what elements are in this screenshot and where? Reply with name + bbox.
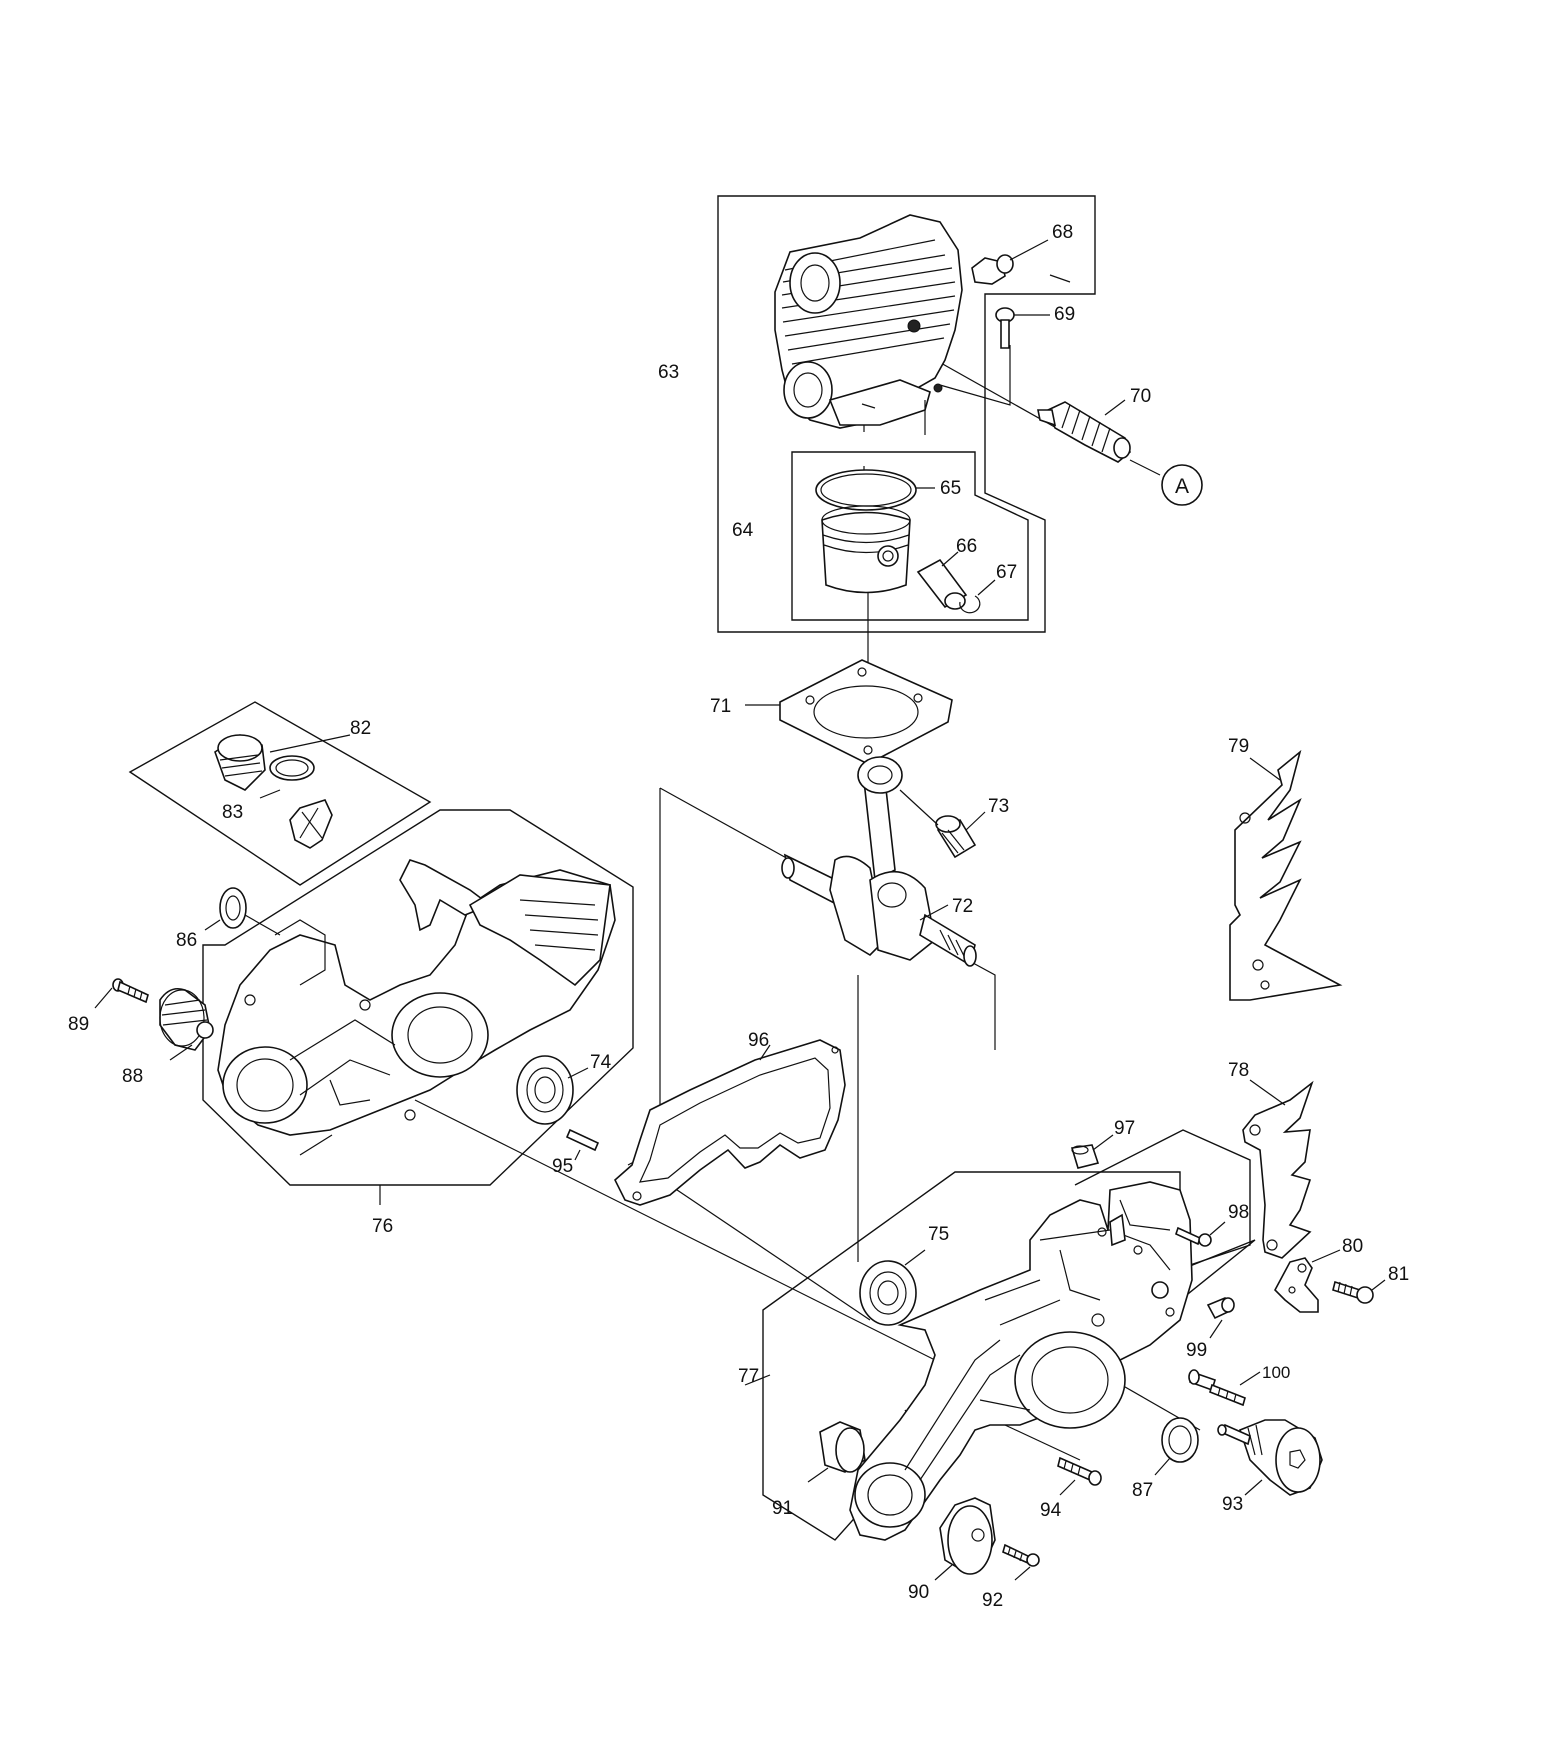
- nut-99-part: [1206, 1296, 1235, 1339]
- screw-92-part: [1002, 1543, 1040, 1581]
- label-71: 71: [710, 696, 731, 717]
- bumper-spike-frame: [1074, 1129, 1251, 1271]
- dowel-97-part: [1070, 1134, 1114, 1169]
- label-91: 91: [772, 1498, 793, 1519]
- oil-seal-86-part: [204, 887, 281, 936]
- stud-100-part: [1188, 1369, 1261, 1407]
- label-78: 78: [1228, 1060, 1249, 1081]
- oil-cap-part: [214, 734, 351, 849]
- crankcase-left-part: [217, 859, 616, 1136]
- cylinder-part: [774, 214, 963, 435]
- bumper-spike-78-part: [1242, 1079, 1314, 1259]
- label-64: 64: [732, 520, 754, 541]
- bumper-plate-part: [1274, 1249, 1341, 1313]
- label-97: 97: [1114, 1118, 1135, 1139]
- bumper-spike-79-part: [1229, 749, 1343, 1001]
- cylinder-assembly-frame: [717, 195, 1096, 633]
- label-68: 68: [1052, 222, 1073, 243]
- piston-assembly-frame: [791, 451, 1029, 621]
- label-82: 82: [350, 718, 371, 739]
- label-63: 63: [658, 362, 679, 383]
- label-81: 81: [1388, 1264, 1409, 1285]
- label-95: 95: [552, 1156, 573, 1177]
- callout-a-letter: A: [1175, 475, 1189, 498]
- label-87: 87: [1132, 1480, 1153, 1501]
- main-bearing-74-part: [516, 1055, 589, 1125]
- callout-a: A: [1161, 464, 1203, 506]
- label-76: 76: [372, 1216, 393, 1237]
- label-67: 67: [996, 562, 1017, 583]
- oil-seal-91-part: [807, 1421, 866, 1483]
- oil-pump-pulley-part: [159, 987, 214, 1061]
- oil-pump-pulley-93-part: [1217, 1419, 1323, 1496]
- label-89: 89: [68, 1014, 89, 1035]
- label-80: 80: [1342, 1236, 1363, 1257]
- dowel-pin-95-part: [565, 1128, 600, 1161]
- label-99: 99: [1186, 1340, 1207, 1361]
- spark-plug-cover-part: [1037, 399, 1131, 463]
- label-73: 73: [988, 796, 1009, 817]
- crankcase-right-part: [849, 1181, 1193, 1541]
- screw-81-part: [1332, 1279, 1386, 1304]
- label-93: 93: [1222, 1494, 1243, 1515]
- piston-pin-part: [916, 551, 968, 610]
- piston-ring-part: [815, 469, 935, 511]
- label-66: 66: [956, 536, 977, 557]
- screw-98-part: [1175, 1221, 1226, 1247]
- label-88: 88: [122, 1066, 143, 1087]
- oil-seal-87-part: [1154, 1417, 1199, 1476]
- label-65: 65: [940, 478, 961, 499]
- screw-69-part: [995, 307, 1050, 349]
- label-77: 77: [738, 1366, 759, 1387]
- oil-pump-pulley-90-part: [934, 1497, 996, 1581]
- label-69: 69: [1054, 304, 1075, 325]
- label-74: 74: [590, 1052, 612, 1073]
- main-bearing-75-part: [859, 1249, 926, 1326]
- label-100: 100: [1262, 1363, 1290, 1382]
- needle-bearing-part: [935, 811, 986, 859]
- screw-94-part: [1057, 1456, 1102, 1496]
- label-90: 90: [908, 1582, 929, 1603]
- circlip-part: [959, 579, 996, 614]
- cylinder-gasket-part: [745, 659, 953, 765]
- oil-cap-group-frame: [128, 701, 432, 886]
- label-83: 83: [222, 802, 243, 823]
- label-72: 72: [952, 896, 973, 917]
- piston-part: [821, 505, 911, 594]
- label-96: 96: [748, 1030, 769, 1051]
- label-98: 98: [1228, 1202, 1249, 1223]
- label-79: 79: [1228, 736, 1249, 757]
- label-94: 94: [1040, 1500, 1062, 1521]
- label-92: 92: [982, 1590, 1003, 1611]
- crankshaft-part: [781, 756, 977, 967]
- crankcase-gasket-part: [614, 1039, 846, 1206]
- label-75: 75: [928, 1224, 949, 1245]
- decompression-valve-part: [971, 239, 1049, 285]
- label-86: 86: [176, 930, 197, 951]
- screw-89-part: [94, 978, 149, 1009]
- label-70: 70: [1130, 386, 1151, 407]
